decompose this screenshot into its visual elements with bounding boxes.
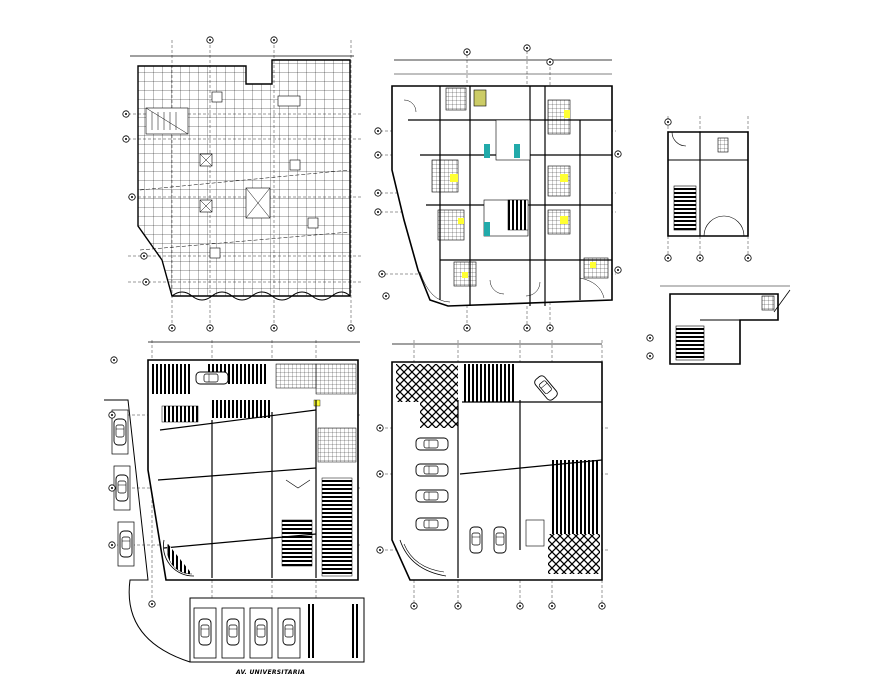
- street-parking-strip: [189, 597, 365, 663]
- basement-parking-plan: [376, 340, 610, 610]
- drawing-caption: AV. UNIVERSITARIA: [236, 669, 306, 676]
- highlight-fixtures: [450, 89, 596, 278]
- stair-core-plan-lower: [646, 285, 791, 365]
- typical-floor-plan: [374, 44, 622, 332]
- ground-floor-plan: [104, 340, 362, 663]
- roof-plan: [122, 36, 362, 332]
- stair-core-plan-upper: [664, 116, 752, 262]
